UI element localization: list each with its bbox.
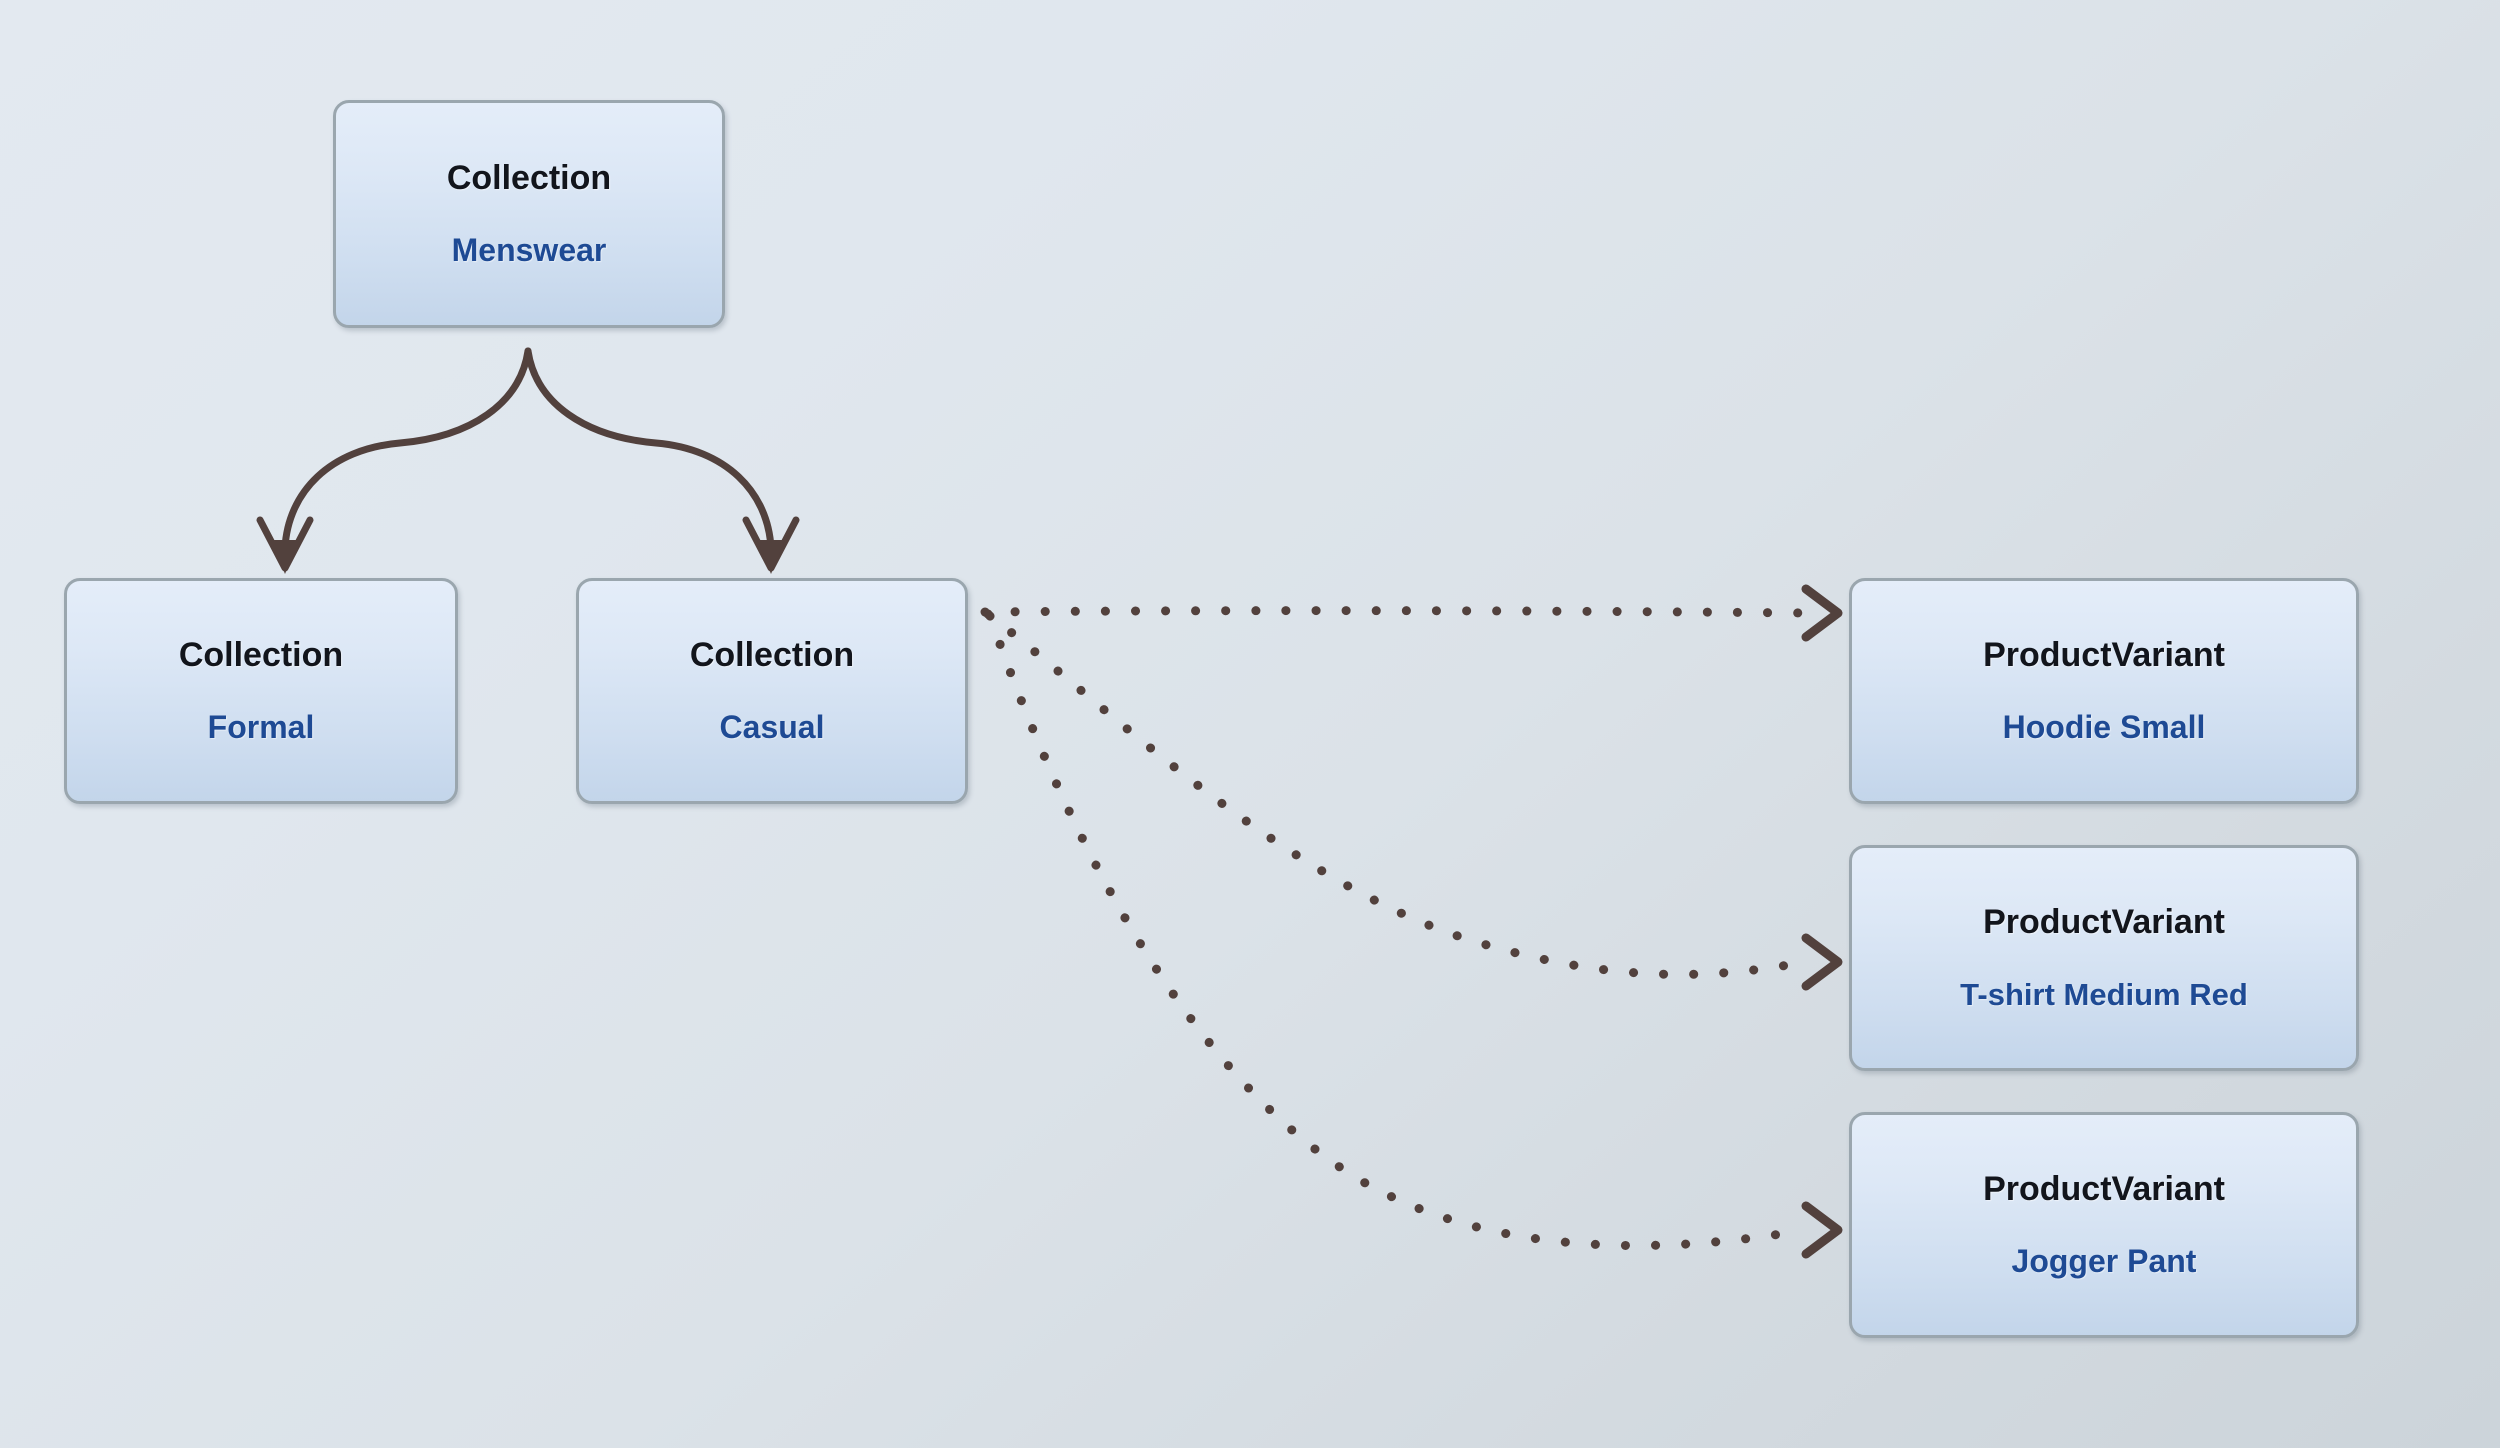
edge-casual-to-jogger [985,611,1843,1259]
node-type-label: Collection [178,635,344,674]
node-value-label: Formal [207,709,315,746]
node-type-label: ProductVariant [1983,903,2225,942]
node-type-label: Collection [446,158,612,197]
node-type-label: ProductVariant [1983,635,2225,674]
node-type-label: ProductVariant [1983,1169,2225,1208]
node-productvariant-jogger-pant[interactable]: ProductVariant Jogger Pant [1849,1112,2359,1338]
node-value-label: Menswear [451,232,607,269]
node-value-label: T-shirt Medium Red [1960,976,2248,1012]
node-collection-formal[interactable]: Collection Formal [64,578,458,804]
node-productvariant-tshirt-medium-red[interactable]: ProductVariant T-shirt Medium Red [1849,845,2359,1071]
edge-menswear-to-formal [256,347,532,574]
node-collection-menswear[interactable]: Collection Menswear [333,100,725,328]
node-value-label: Jogger Pant [2011,1243,2197,1280]
node-productvariant-hoodie-small[interactable]: ProductVariant Hoodie Small [1849,578,2359,804]
edge-casual-to-hoodie [980,584,1843,642]
edge-menswear-to-casual [524,347,800,574]
edge-casual-to-tshirt [983,609,1843,991]
node-value-label: Hoodie Small [2002,709,2206,746]
node-type-label: Collection [689,635,855,674]
node-value-label: Casual [719,709,825,746]
node-collection-casual[interactable]: Collection Casual [576,578,968,804]
